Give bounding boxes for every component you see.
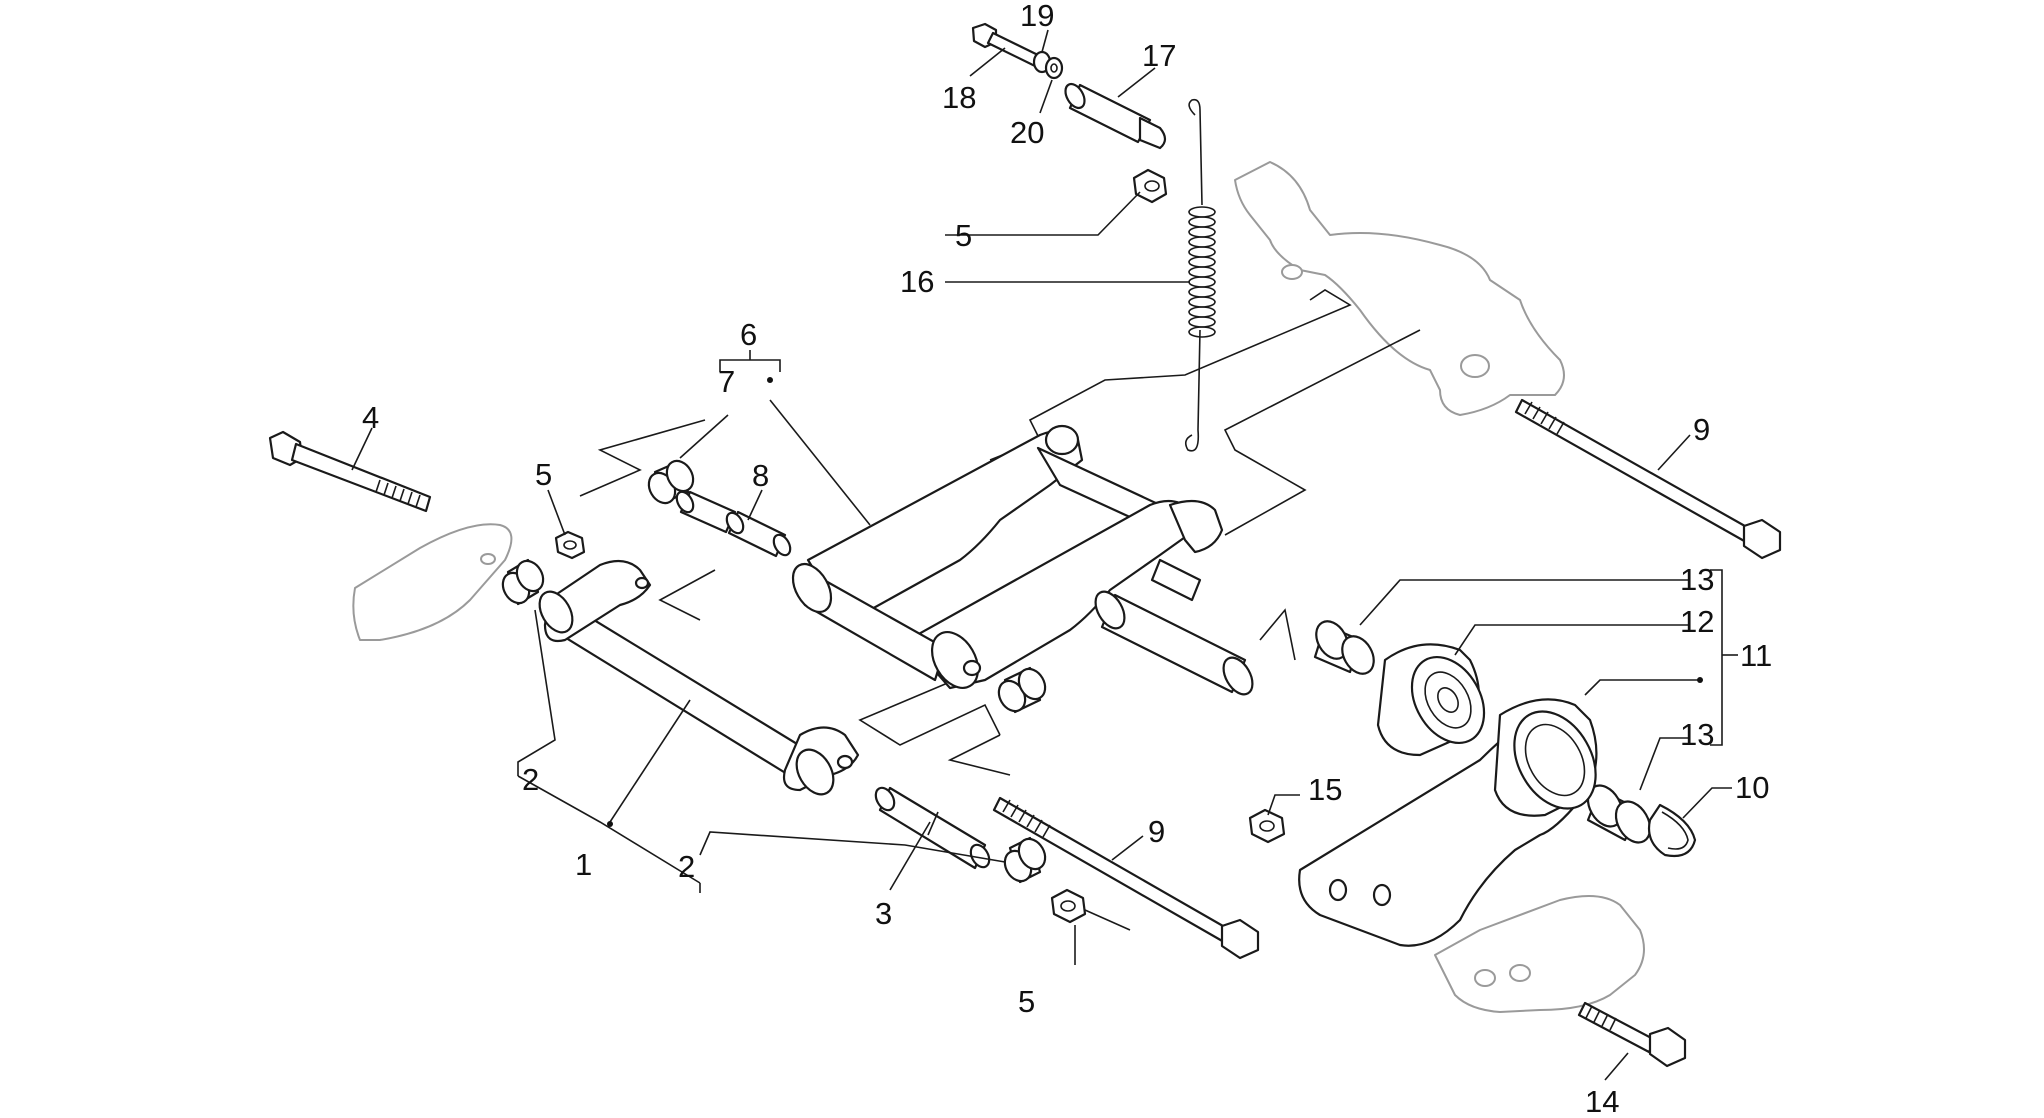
pin-8-a	[675, 490, 737, 534]
label-13-upper: 13	[1680, 562, 1714, 597]
bushing-7	[647, 459, 695, 505]
link-arm-6	[791, 424, 1224, 690]
label-9-lower: 9	[1148, 814, 1165, 849]
pin-8-b	[725, 510, 792, 558]
part-number-labels: 1 2 2 3 4 5 5 5 6 7 8 9 9 10 11 12 13 13…	[362, 0, 1772, 1118]
spring-16	[1184, 98, 1216, 452]
bushing-link-lower	[997, 666, 1047, 714]
spacer-sleeve-3	[874, 786, 991, 870]
label-10: 10	[1735, 770, 1769, 805]
label-5-upper: 5	[955, 218, 972, 253]
label-8: 8	[752, 458, 769, 493]
pin-boss	[1094, 558, 1254, 696]
swing-arm-tube-1	[538, 559, 860, 796]
label-2-left: 2	[522, 762, 539, 797]
label-7: 7	[718, 364, 735, 399]
nut-5-lower	[1050, 888, 1087, 924]
bolt-14	[1577, 1001, 1687, 1068]
label-3: 3	[875, 896, 892, 931]
label-9-upper: 9	[1693, 412, 1710, 447]
label-1: 1	[575, 847, 592, 882]
label-13-lower: 13	[1680, 717, 1714, 752]
washer-20	[1044, 56, 1064, 80]
leader-lines	[351, 29, 1738, 1081]
label-5-left: 5	[535, 457, 552, 492]
spacer-13-upper	[1313, 620, 1375, 675]
label-16: 16	[900, 264, 934, 299]
label-19: 19	[1020, 0, 1054, 33]
bushing-2-right	[1003, 836, 1047, 884]
label-2-right: 2	[678, 849, 695, 884]
bolt-9-lower	[992, 796, 1260, 960]
frame-bracket-left-ghost	[352, 523, 513, 641]
nut-5-upper	[1132, 168, 1168, 204]
label-5-lower: 5	[1018, 984, 1035, 1019]
bolt-4	[268, 430, 432, 513]
label-20: 20	[1010, 115, 1044, 150]
label-6: 6	[740, 317, 757, 352]
label-4: 4	[362, 400, 379, 435]
spacer-13-lower	[1586, 784, 1652, 844]
frame-bracket-lower-right-ghost	[1434, 895, 1645, 1013]
rubber-stop-17	[1064, 82, 1167, 150]
label-15: 15	[1308, 772, 1342, 807]
nut-15	[1248, 808, 1286, 844]
label-14: 14	[1585, 1084, 1619, 1118]
label-12: 12	[1680, 604, 1714, 639]
bolt-9-upper	[1514, 398, 1782, 560]
label-11: 11	[1740, 638, 1772, 673]
frame-bracket-upper-right-ghost	[1234, 161, 1565, 416]
nut-5-left	[554, 530, 586, 560]
bearing-12	[1376, 643, 1486, 757]
bushing-2-left	[501, 558, 545, 606]
label-18: 18	[942, 80, 976, 115]
circlip-10	[1647, 803, 1697, 858]
support-plate-11	[1298, 698, 1598, 947]
label-17: 17	[1142, 38, 1176, 73]
